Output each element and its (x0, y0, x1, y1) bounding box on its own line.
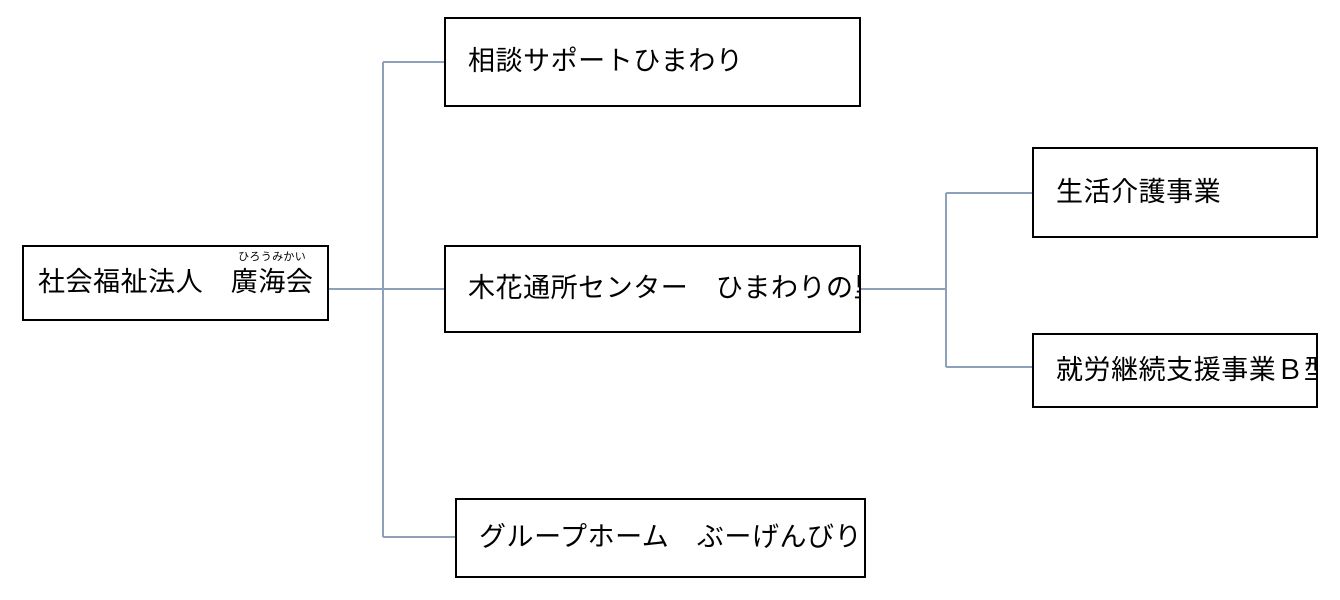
node-grandchild-top[interactable]: 生活介護事業 (1032, 147, 1318, 238)
node-child-top[interactable]: 相談サポートひまわり (444, 17, 861, 107)
node-root-label-furigana: ひろうみかい (238, 251, 307, 264)
node-grandchild-top-label: 生活介護事業 (1056, 176, 1222, 207)
node-child-top-label: 相談サポートひまわり (468, 46, 744, 77)
node-root-label: 社会福祉法人 ひろうみかい廣海会 (24, 252, 327, 298)
node-grandchild-bottom[interactable]: 就労継続支援事業Ｂ型 (1032, 333, 1318, 408)
node-child-bottom[interactable]: グループホーム ぶーげんびりあ (455, 498, 866, 578)
node-child-bottom-label: グループホーム ぶーげんびりあ (479, 522, 866, 553)
node-child-middle-label: 木花通所センター ひまわりの里 (468, 273, 861, 304)
node-child-middle[interactable]: 木花通所センター ひまわりの里 (444, 245, 861, 333)
node-grandchild-bottom-label: 就労継続支援事業Ｂ型 (1056, 354, 1318, 385)
node-root[interactable]: 社会福祉法人 ひろうみかい廣海会 (22, 245, 329, 321)
node-root-label-base: 廣海会 (230, 267, 314, 298)
node-root-label-ruby-group: ひろうみかい廣海会 (230, 252, 314, 298)
node-root-label-prefix: 社会福祉法人 (38, 267, 231, 298)
